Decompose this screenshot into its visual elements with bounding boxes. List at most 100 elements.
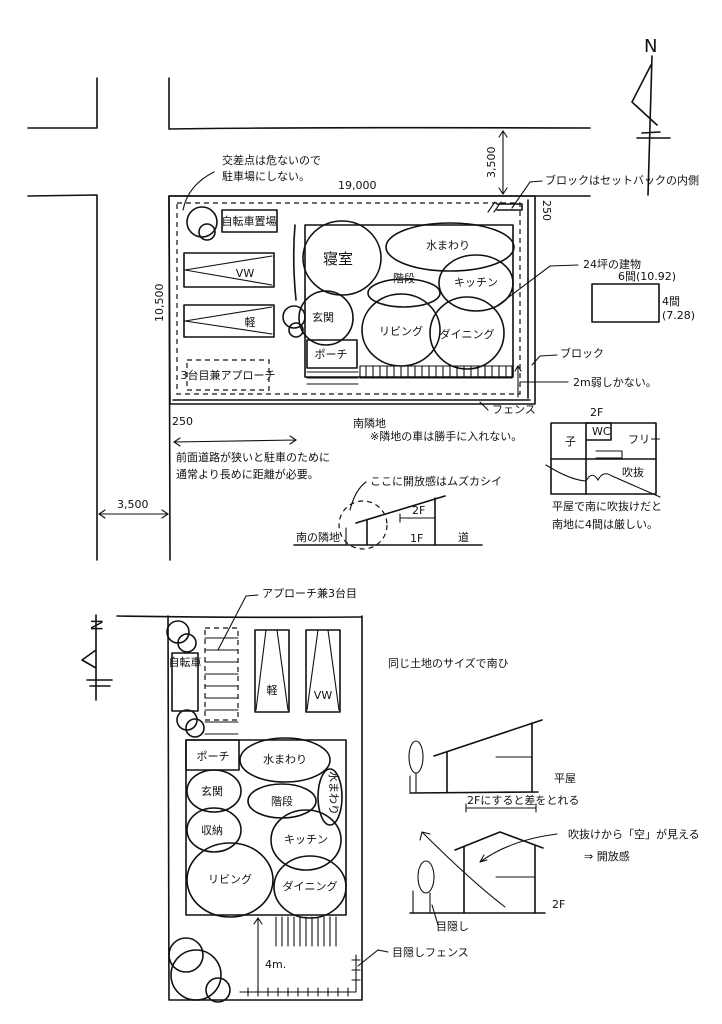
note-intersection-leader: [182, 171, 215, 211]
room-dining: ダイニング: [440, 327, 495, 341]
parking-area-east: 自転車置場 VW 軽 3台目兼アプローチ: [181, 206, 306, 391]
difficult-zone-circle: [338, 500, 388, 550]
note-4ken-m: (7.28): [662, 309, 695, 322]
car-kei-south-lines: [255, 629, 289, 711]
section-one-story: 平屋: [408, 719, 576, 794]
label-two-story: 2F: [552, 898, 565, 911]
room-void: 吹抜: [622, 465, 644, 479]
gap-arrow: [514, 364, 522, 398]
label-privacy: 目隠し: [436, 920, 469, 933]
bubble-water-south: [239, 737, 331, 783]
second-floor-title: 2F: [590, 406, 603, 419]
bubble-entrance: [298, 290, 354, 346]
note-approach: アプローチ兼3台目: [262, 586, 357, 600]
dim-road-west-arrow: [98, 509, 169, 519]
compass-arrow-head: [631, 64, 658, 126]
section-two-story: 2F 吹抜けから「空」が見える ⇒ 開放感 目隠し: [409, 827, 700, 933]
bubble-water: [385, 222, 515, 272]
roof-line-1: [433, 719, 543, 757]
compass-ticks: [636, 131, 671, 139]
note-openness: ここに開放感はムズカシイ: [370, 474, 502, 488]
room-stairs: 階段: [393, 271, 415, 285]
label-1f-small: 1F: [410, 532, 423, 545]
bubble-kitchen-south: [270, 809, 342, 871]
road-edge-nw: [27, 77, 98, 129]
tree-1: [408, 740, 424, 774]
second-floor-plan: 2F 子 WC フリー 吹抜 平屋で南に吹抜けだと 南地に4間は厳しい。: [545, 406, 662, 531]
note-gap: 2m弱しかない。: [573, 376, 657, 389]
car-kei-south-label: 軽: [267, 684, 278, 697]
note-openness-2: ⇒ 開放感: [584, 849, 630, 863]
tree-1-trunk: [409, 772, 417, 793]
bubble-storage-south: [186, 807, 242, 853]
room-entrance: 玄関: [312, 310, 334, 324]
bubble-dining: [429, 296, 505, 370]
front-road-arrow: [173, 435, 297, 447]
house-south: ポーチ 水まわり 水まわり 玄関 階段 収納 キッチン リビング ダイニング: [185, 737, 347, 919]
note-4ken: 4間: [662, 295, 680, 308]
note-privacy-fence-leader: [357, 949, 389, 967]
house-east: 寝室 水まわり 階段 キッチン 玄関 リビング ダイニング ポーチ: [298, 220, 515, 385]
label-road-small: 道: [458, 530, 469, 544]
stair-mark: [595, 450, 623, 459]
note-openness-leader: [349, 481, 367, 511]
note-intersection-2: 駐車場にしない。: [222, 169, 310, 183]
car-kei-south: [254, 629, 290, 713]
bubble-dining-south: [273, 855, 347, 919]
note-approach-leader: [217, 594, 259, 651]
compass-north-top: N: [631, 36, 671, 196]
car-vw-label: VW: [236, 267, 255, 280]
note-fence-leader: [479, 401, 489, 411]
dim-depth: 10,500: [153, 284, 166, 323]
note-block: ブロックはセットバックの内側: [545, 173, 699, 187]
tree-2-trunk: [412, 890, 431, 914]
site-boundary-south: [167, 615, 363, 1001]
section-sketch-east: ここに開放感はムズカシイ 南の隣地 2F 1F 道: [293, 474, 502, 550]
third-car-box: [186, 359, 270, 391]
room-porch: ポーチ: [315, 348, 348, 361]
road-edge-west: [27, 194, 98, 561]
room-porch-south: ポーチ: [197, 750, 230, 763]
site-east: [168, 195, 536, 405]
room-third-car: 3台目兼アプローチ: [181, 368, 276, 382]
note-intersection-1: 交差点は危ないので: [222, 153, 321, 167]
car-vw-cross: [184, 255, 273, 286]
approach-stripes: [204, 637, 239, 735]
note-south-neighbor-detail: ※隣地の車は勝手に入れない。: [370, 429, 522, 443]
privacy-fence-lines: [239, 954, 357, 993]
deck-south: [275, 916, 337, 947]
note-south-neighbor: 南隣地: [353, 416, 386, 430]
approach-area: [204, 627, 239, 721]
second-floor-note-2: 南地に4間は厳しい。: [552, 517, 658, 531]
room-bedroom: 寝室: [323, 250, 353, 268]
parking-area-south: 自転車 軽 VW: [166, 620, 341, 738]
room-bicycle-1: 自転車: [169, 655, 202, 669]
car-vw-south: [305, 629, 341, 713]
sun-line: [545, 464, 661, 498]
bubble-water-south-2: [317, 768, 343, 826]
privacy-fence-ticks: [247, 959, 361, 997]
tree: [198, 223, 216, 241]
note-diff: 2Fにすると差をとれる: [467, 793, 579, 807]
dim-road-north-arrow: [498, 130, 508, 195]
room-living: リビング: [379, 324, 423, 338]
note-privacy-fence: 目隠しフェンス: [392, 946, 469, 959]
room-child: 子: [565, 435, 576, 448]
dim-road-west: 3,500: [117, 498, 149, 511]
car-kei-cross: [184, 306, 273, 335]
sun-ray: [419, 831, 506, 908]
porch-box: [306, 339, 358, 369]
title-south-plan: 同じ土地のサイズで南ひ: [388, 656, 509, 670]
deck-slats: [365, 365, 507, 379]
compass-arrow-shaft: [647, 55, 653, 196]
note-fence: フェンス: [492, 403, 536, 416]
walls-2: [463, 845, 536, 914]
bubble-kitchen: [438, 254, 514, 312]
tree: [205, 977, 231, 1003]
compass-arrow-2: [81, 614, 113, 701]
note-front-road-2: 通常より長めに距離が必要。: [176, 467, 319, 481]
privacy-leader: [431, 904, 439, 926]
bubble-stairs: [367, 278, 441, 308]
room-free: フリー: [628, 433, 661, 446]
